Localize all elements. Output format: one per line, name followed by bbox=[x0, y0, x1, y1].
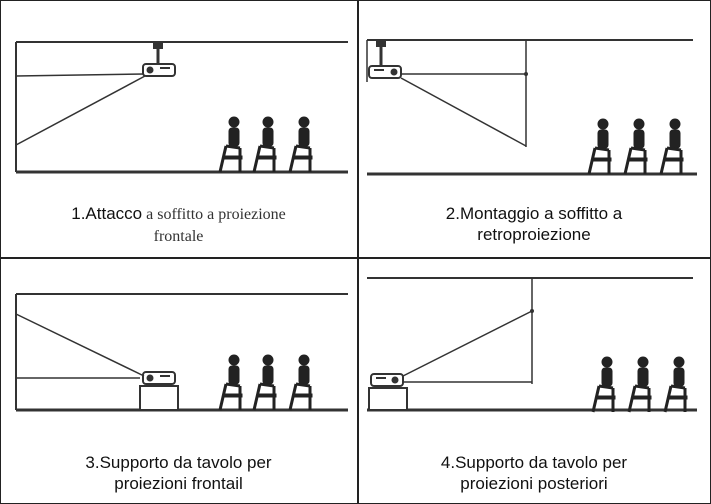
caption-line-1: 2.Montaggio a soffitto a bbox=[445, 204, 623, 223]
beam-upper bbox=[15, 73, 145, 77]
beam-lower bbox=[400, 77, 527, 147]
beam-lower bbox=[15, 75, 146, 146]
caption-line-2: retroproiezione bbox=[477, 225, 591, 244]
rear-ceiling-illustration bbox=[366, 39, 697, 176]
screen-marker bbox=[530, 309, 534, 313]
caption-line-1: 4.Supporto da tavolo per bbox=[440, 453, 628, 472]
audience-icon bbox=[587, 118, 684, 175]
beam-upper bbox=[15, 313, 145, 377]
caption-line-1-tail: a soffitto a proiezione bbox=[142, 206, 286, 223]
caption-line-2: proiezioni posteriori bbox=[460, 474, 608, 493]
audience-icon bbox=[218, 116, 313, 173]
screen-marker bbox=[524, 72, 528, 76]
panel-rear-ceiling: 2.Montaggio a soffitto a retroproiezione bbox=[357, 0, 711, 257]
caption-line-1: 3.Supporto da tavolo per bbox=[85, 453, 272, 472]
mount-bracket bbox=[153, 43, 163, 49]
panel-front-ceiling: 1.Attacco a soffitto a proiezione fronta… bbox=[0, 0, 357, 257]
front-table-illustration bbox=[15, 293, 348, 412]
caption-front-table: 3.Supporto da tavolo per proiezioni fron… bbox=[0, 452, 357, 494]
rear-table-illustration bbox=[367, 277, 697, 413]
beam-upper bbox=[402, 310, 533, 377]
caption-line-2: frontale bbox=[153, 228, 204, 245]
panel-front-table: 3.Supporto da tavolo per proiezioni fron… bbox=[0, 258, 357, 504]
projector-icon bbox=[142, 63, 176, 77]
caption-line-2: proiezioni frontail bbox=[114, 474, 243, 493]
projector-icon bbox=[142, 371, 176, 385]
mount-bracket bbox=[376, 41, 386, 47]
table-icon bbox=[139, 385, 179, 411]
caption-line-1-head: 1.Attacco bbox=[71, 204, 143, 223]
middle-divider bbox=[0, 257, 711, 259]
caption-front-ceiling: 1.Attacco a soffitto a proiezione fronta… bbox=[0, 203, 357, 247]
center-divider bbox=[357, 0, 359, 504]
panel-rear-table: 4.Supporto da tavolo per proiezioni post… bbox=[357, 258, 711, 504]
projector-icon bbox=[368, 65, 402, 79]
audience-icon bbox=[218, 354, 313, 411]
front-ceiling-illustration bbox=[15, 41, 348, 174]
caption-rear-ceiling: 2.Montaggio a soffitto a retroproiezione bbox=[357, 203, 711, 245]
projector-icon bbox=[370, 373, 404, 387]
audience-icon bbox=[591, 356, 688, 413]
table-icon bbox=[368, 387, 408, 411]
caption-rear-table: 4.Supporto da tavolo per proiezioni post… bbox=[357, 452, 711, 494]
